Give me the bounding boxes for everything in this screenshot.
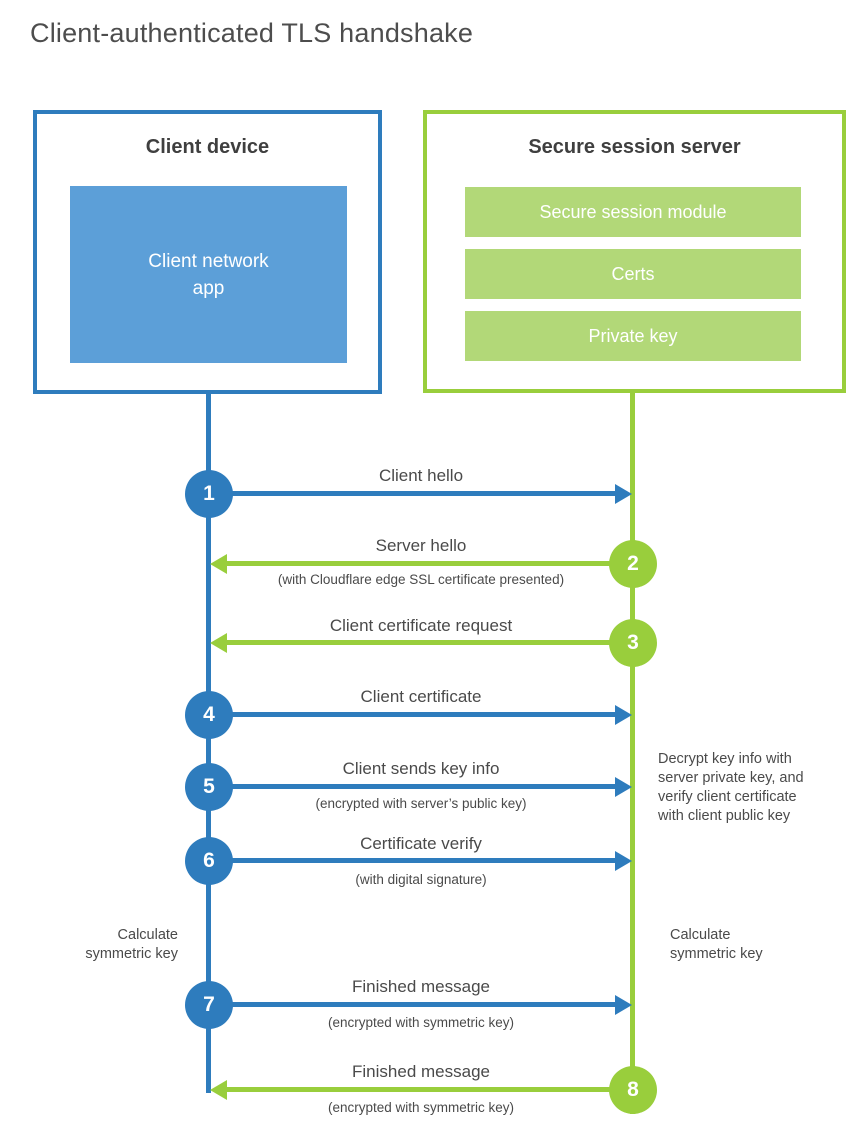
arrow-client-to-server	[230, 704, 632, 725]
step-number-badge: 3	[609, 619, 657, 667]
server-module-secure-session: Secure session module	[465, 187, 801, 237]
arrowhead-left-icon	[210, 553, 227, 574]
arrowhead-left-icon	[210, 632, 227, 653]
arrow-client-to-server	[230, 776, 632, 797]
arrowhead-right-icon	[615, 776, 632, 797]
note-line: symmetric key	[670, 946, 763, 962]
message-label: Certificate verify	[360, 834, 482, 853]
message-sublabel: (encrypted with server’s public key)	[315, 796, 527, 811]
note-line: server private key, and	[658, 770, 804, 786]
message-sublabel: (with Cloudflare edge SSL certificate pr…	[277, 572, 565, 587]
note-line: with client public key	[658, 808, 791, 824]
arrow-server-to-client	[210, 632, 611, 653]
note-line: Decrypt key info with	[658, 751, 792, 767]
step-number-badge: 6	[185, 837, 233, 885]
note-calculate-symmetric-key-client: Calculate symmetric key	[33, 926, 178, 964]
server-module-certs: Certs	[465, 249, 801, 299]
arrowhead-right-icon	[615, 850, 632, 871]
note-line: Calculate	[117, 927, 178, 943]
arrow-server-to-client	[210, 553, 611, 574]
step-number-badge: 5	[185, 763, 233, 811]
note-line: symmetric key	[85, 946, 178, 962]
message-label: Server hello	[375, 536, 467, 555]
step-number-badge: 7	[185, 981, 233, 1029]
message-label: Client hello	[378, 466, 464, 485]
page-title: Client-authenticated TLS handshake	[30, 18, 474, 48]
client-app-label-line1: Client network	[148, 250, 269, 272]
arrow-server-to-client	[210, 1079, 611, 1100]
arrow-client-to-server	[230, 994, 632, 1015]
arrowhead-right-icon	[615, 704, 632, 725]
note-line: Calculate	[670, 927, 731, 943]
server-title: Secure session server	[528, 136, 741, 158]
message-sublabel: (encrypted with symmetric key)	[327, 1100, 515, 1115]
step-number-badge: 4	[185, 691, 233, 739]
secure-session-server-box: Secure session server Secure session mod…	[423, 110, 846, 393]
note-decrypt-key-info: Decrypt key info with server private key…	[658, 750, 830, 826]
arrow-client-to-server	[230, 850, 632, 871]
client-lifeline	[206, 394, 211, 1093]
message-label: Client certificate request	[329, 616, 513, 635]
arrowhead-right-icon	[615, 483, 632, 504]
message-label: Client sends key info	[342, 759, 500, 778]
client-network-app-block: Client network app	[70, 186, 347, 363]
client-app-label-line2: app	[192, 277, 225, 299]
arrowhead-right-icon	[615, 994, 632, 1015]
server-lifeline	[630, 393, 635, 1114]
note-calculate-symmetric-key-server: Calculate symmetric key	[670, 926, 815, 964]
server-module-private-key: Private key	[465, 311, 801, 361]
message-sublabel: (encrypted with symmetric key)	[327, 1015, 515, 1030]
client-device-box: Client device Client network app	[33, 110, 382, 394]
step-number-badge: 8	[609, 1066, 657, 1114]
message-label: Finished message	[352, 977, 490, 996]
step-number-badge: 1	[185, 470, 233, 518]
client-device-title: Client device	[145, 136, 270, 158]
arrow-client-to-server	[230, 483, 632, 504]
arrowhead-left-icon	[210, 1079, 227, 1100]
step-number-badge: 2	[609, 540, 657, 588]
note-line: verify client certificate	[658, 789, 797, 805]
message-sublabel: (with digital signature)	[355, 872, 487, 887]
message-label: Finished message	[352, 1062, 490, 1081]
message-label: Client certificate	[360, 687, 482, 706]
